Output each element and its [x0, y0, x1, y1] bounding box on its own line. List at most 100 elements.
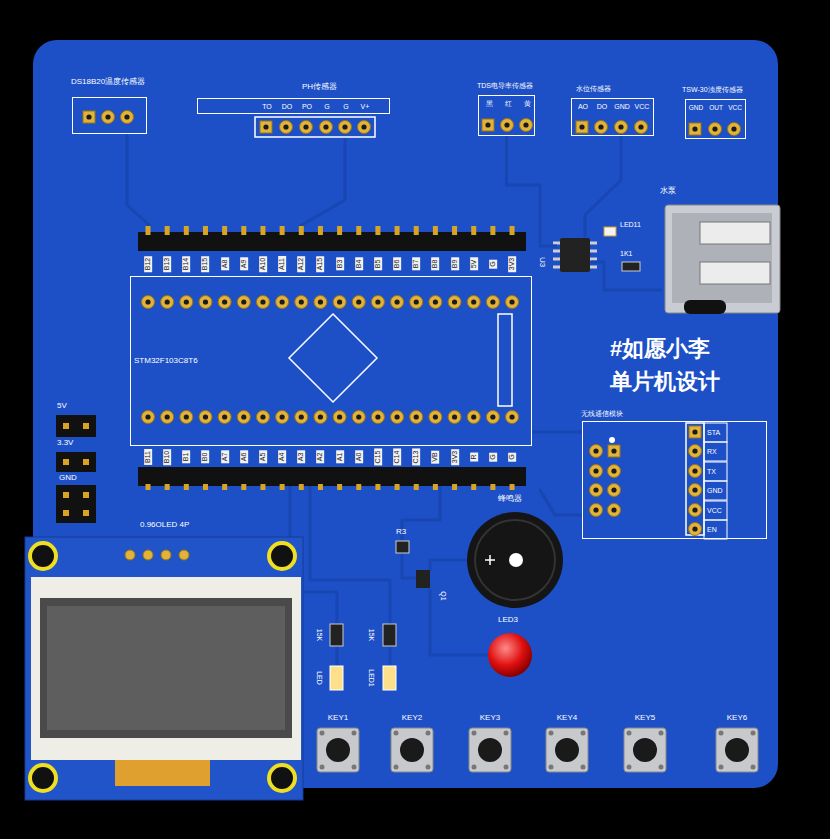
- switch-cap: [326, 738, 350, 762]
- pad-hole: [203, 414, 208, 419]
- solder-pad: [467, 296, 480, 309]
- component-outline: 无线通信模块STARXTXGNDVCCEN: [582, 421, 767, 539]
- pad-hole: [471, 414, 476, 419]
- pin-name: B1: [182, 451, 190, 464]
- silkscreen-label: 15K: [315, 629, 323, 641]
- pad-hole: [485, 122, 490, 127]
- header-pin: [337, 484, 342, 490]
- solder-pad: [391, 411, 404, 424]
- solder-pad: [486, 296, 499, 309]
- component-outline: KEY2: [391, 728, 433, 772]
- pad-hole: [318, 299, 323, 304]
- silkscreen-label: 5V: [57, 402, 67, 411]
- pad-hole: [712, 126, 717, 131]
- solder-pad: [506, 411, 519, 424]
- pad-hole: [433, 414, 438, 419]
- pad-hole: [342, 124, 347, 129]
- pad-hole: [263, 124, 268, 129]
- header-pin: [165, 226, 170, 235]
- header-pin: [414, 484, 419, 490]
- pad-hole: [280, 414, 285, 419]
- solder-pad: [218, 411, 231, 424]
- pin-label: STA: [707, 429, 720, 437]
- pin-name: G: [489, 452, 497, 461]
- solder-pad: [256, 296, 269, 309]
- pad-hole: [471, 299, 476, 304]
- component-outline: KEY1: [317, 728, 359, 772]
- pad-hole: [375, 414, 380, 419]
- solder-pad: [358, 121, 371, 134]
- header-pin: [222, 226, 227, 235]
- pin-name: 3V3: [451, 449, 459, 465]
- component-outline: DS18B20温度传感器: [72, 97, 147, 134]
- silkscreen-label: #如愿小李: [610, 337, 710, 361]
- solder-pad: [608, 504, 621, 517]
- header-pin: [63, 423, 69, 429]
- copper-trace: [310, 486, 390, 624]
- pad-hole: [611, 468, 616, 473]
- pad-hole: [593, 487, 598, 492]
- pin-name: B8: [432, 258, 440, 271]
- solder-pad: [615, 121, 628, 134]
- pad-hole: [184, 414, 189, 419]
- pin-label: G: [343, 103, 348, 111]
- buzzer-hole: [509, 553, 523, 567]
- pin-label: G: [324, 103, 329, 111]
- part-label: STM32F103C8T6: [134, 357, 198, 366]
- part-label: KEY4: [557, 714, 577, 723]
- solder-pad: [410, 296, 423, 309]
- switch-rivet: [394, 731, 399, 736]
- component-outline: 0.96OLED 4P: [25, 537, 303, 800]
- pin-name: B12: [144, 256, 152, 272]
- solder-pad: [608, 445, 620, 457]
- part-label: KEY2: [402, 714, 422, 723]
- pad-hole: [579, 124, 584, 129]
- buzzer-ring: [475, 520, 555, 600]
- chip-outline: [289, 314, 377, 402]
- pad-hole: [222, 414, 227, 419]
- solder-pad: [180, 411, 193, 424]
- part-label: 水泵: [660, 187, 676, 196]
- solder-pad: [689, 484, 702, 497]
- pin-label: AO: [578, 103, 588, 111]
- header-pin: [318, 226, 323, 235]
- solder-pad: [237, 411, 250, 424]
- solder-pad: [689, 426, 701, 438]
- oled-pin: [143, 550, 153, 560]
- oled-pin: [125, 550, 135, 560]
- switch-rivet: [719, 731, 724, 736]
- tact-switch: [624, 728, 666, 772]
- pin-name: B6: [393, 258, 401, 271]
- pcb-board: [33, 40, 778, 788]
- header-pin: [165, 484, 170, 490]
- solder-pad: [161, 296, 174, 309]
- pad-hole: [394, 299, 399, 304]
- pad-hole: [593, 448, 598, 453]
- solder-pad: [276, 296, 289, 309]
- button-outline: [498, 314, 512, 406]
- component-outline: 水泵: [662, 205, 780, 315]
- pad-hole: [260, 299, 265, 304]
- pin-name: B4: [355, 258, 363, 271]
- switch-rivet: [504, 765, 509, 770]
- pad-hole: [638, 124, 643, 129]
- solder-pad: [595, 121, 608, 134]
- buzzer-body: [467, 512, 563, 608]
- usb-shell: [672, 213, 772, 303]
- mount-hole: [269, 765, 295, 791]
- solder-pad: [371, 411, 384, 424]
- smd-led: [604, 227, 616, 236]
- switch-rivet: [352, 731, 357, 736]
- tact-switch: [391, 728, 433, 772]
- copper-trace: [127, 134, 150, 226]
- pad-hole: [356, 299, 361, 304]
- pad-hole: [283, 124, 288, 129]
- pin-label: GND: [707, 487, 723, 495]
- pad-hole: [692, 448, 697, 453]
- pin-name: C15: [374, 449, 382, 466]
- pin-label: EN: [707, 526, 717, 534]
- solder-pad: [83, 111, 95, 123]
- pad-hole: [241, 299, 246, 304]
- red-led: [488, 633, 532, 677]
